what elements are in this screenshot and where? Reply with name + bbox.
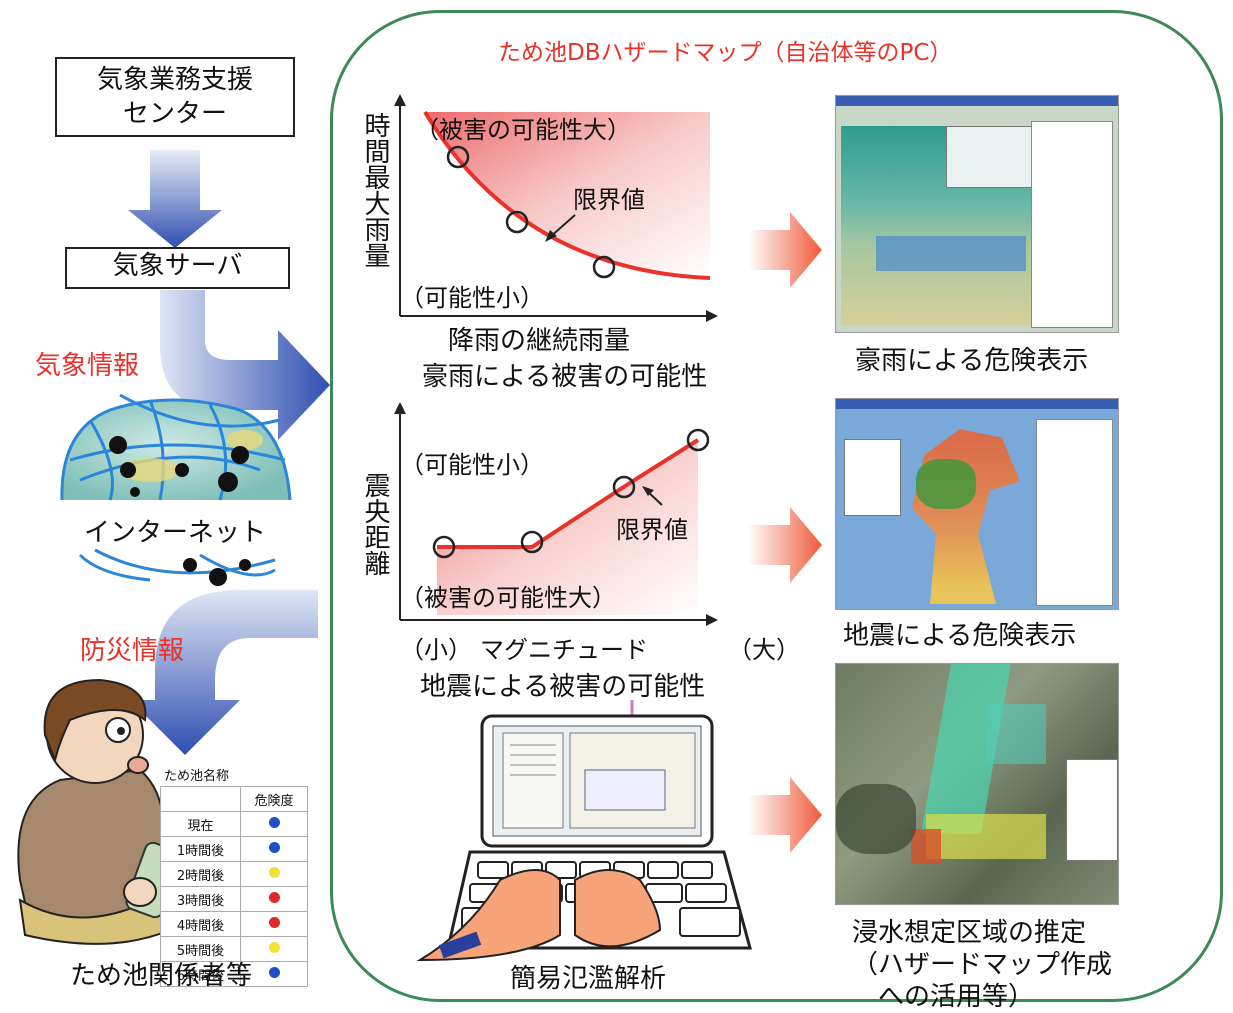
quake-caption: 地震による被害の可能性 [420,672,706,702]
flood-result-line-3: への活用等） [878,982,1035,1012]
quake-low-label: （可能性小） [400,451,544,479]
status-row-label: 3時間後 [159,886,242,912]
status-row-label: 5時間後 [159,936,242,962]
status-table-title: ため池名称 [164,769,230,784]
stakeholders-label: ため池関係者等 [70,961,253,991]
status-row: 1時間後 [159,836,308,862]
rain-threshold-label: 限界値 [573,186,645,214]
quake-point-3 [612,475,636,499]
disaster-info-label: 防災情報 [80,636,185,666]
flood-aerial-screenshot [835,663,1119,905]
internet-label: インターネット [80,512,271,549]
quake-high-label: （被害の可能性大） [400,584,616,612]
arrow-center-to-server [128,150,222,248]
rain-high-label: （被害の可能性大） [415,116,631,144]
quake-threshold-label: 限界値 [616,516,688,544]
flood-result-line-1: 浸水想定区域の推定 [852,918,1087,948]
arrow-to-flood-result [748,777,822,853]
quake-hazard-screenshot [835,398,1119,610]
risk-level-dot [268,841,280,853]
arrow-panel-to-user [130,590,318,755]
risk-level-dot [268,891,280,903]
arrow-to-rain-result [748,212,822,288]
status-row-label: 現在 [159,811,242,837]
rain-xlabel: 降雨の継続雨量 [448,326,631,356]
rain-hazard-screenshot [835,95,1119,333]
rain-result-label: 豪雨による危険表示 [855,346,1089,376]
hazard-map-panel [330,10,1223,1002]
risk-level-dot [268,916,280,928]
quake-x-large-label: （大） [728,636,800,664]
status-row-label: 4時間後 [159,911,242,937]
panel-title: ため池DBハザードマップ（自治体等のPC） [498,40,953,66]
status-row-label: 6時間後 [159,961,242,987]
status-row: 4時間後 [159,911,308,937]
risk-level-dot [268,966,280,978]
quake-ylabel: 震央距離 [360,472,390,576]
rain-caption: 豪雨による被害の可能性 [422,362,708,392]
quake-threshold-curve [437,438,700,549]
rain-point-1 [446,145,470,169]
weather-info-label: 気象情報 [35,351,140,381]
quake-point-1 [432,535,456,559]
weather-center-box: 気象業務支援 センター [55,57,295,137]
globe-icon [60,393,292,586]
arrow-to-quake-result [748,507,822,583]
risk-level-dot [268,816,280,828]
quake-result-label: 地震による危険表示 [843,621,1077,651]
quake-point-2 [520,530,544,554]
quake-x-small-label: （小） [400,636,472,664]
status-row-label: 1時間後 [159,836,242,862]
rain-ylabel: 時間最大雨量 [360,112,390,268]
risk-level-dot [268,941,280,953]
status-row: 6時間後 [159,961,308,987]
rain-point-2 [505,210,529,234]
laptop-caption: 簡易氾濫解析 [510,964,667,994]
status-row: 3時間後 [159,886,308,912]
status-row: 現在 [159,811,308,837]
quake-xlabel: マグニチュード [480,636,648,664]
risk-level-dot [268,866,280,878]
person-with-phone-illustration [17,678,183,945]
rain-point-3 [592,255,616,279]
weather-server-box: 気象サーバ [65,247,290,289]
quake-point-4 [686,428,710,452]
rain-low-label: （可能性小） [400,284,544,312]
flood-result-line-2: （ハザードマップ作成 [852,950,1113,980]
